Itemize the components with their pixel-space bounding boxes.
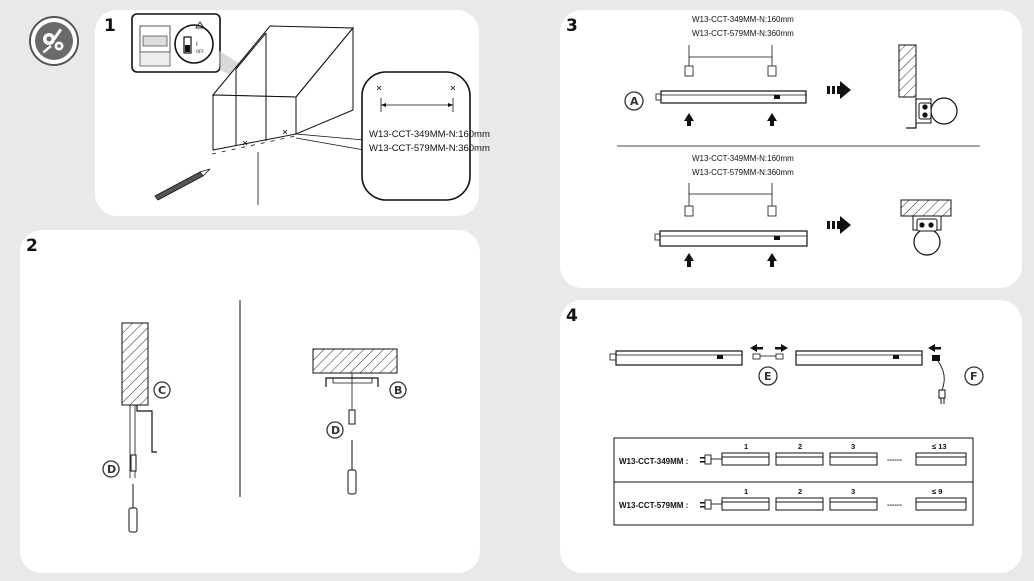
arrow-left-icon (750, 344, 763, 352)
plug-icon (700, 499, 722, 510)
pencil-icon (154, 168, 211, 201)
led-batten-right (795, 350, 923, 366)
label-c: C (158, 384, 166, 397)
step4-panel (560, 300, 1022, 573)
step1-number: 1 (104, 16, 116, 36)
table-row-1-dashes: ------ (887, 455, 902, 464)
step1-dim-349: W13-CCT-349MM-N:160mm (369, 129, 490, 140)
step3-top-dim-579: W13-CCT-579MM-N:360mm (692, 29, 794, 38)
table-row-1-col-3: 3 (851, 442, 855, 451)
led-batten-top (655, 90, 807, 104)
step3-number: 3 (566, 16, 578, 36)
table-row-1-col-1: 1 (744, 442, 748, 451)
step1-dim-579: W13-CCT-579MM-N:360mm (369, 143, 490, 154)
arrow-right-icon (827, 81, 851, 99)
table-row-2-col-3: 3 (851, 487, 855, 496)
step4-number: 4 (566, 306, 578, 326)
svg-text:OFF: OFF (196, 49, 204, 54)
label-d-left: D (107, 463, 116, 476)
step2-number: 2 (26, 236, 38, 256)
arrow-up-icon (684, 253, 777, 267)
table-row-2-dashes: ------ (887, 500, 902, 509)
screwdriver-icon (347, 440, 357, 495)
label-b: B (394, 384, 402, 397)
step3-top-dim-349: W13-CCT-349MM-N:160mm (692, 15, 794, 24)
arrow-right-icon (827, 216, 851, 234)
led-batten-bottom (654, 230, 808, 247)
led-batten-left (609, 350, 743, 366)
step3-bottom-dim-349: W13-CCT-349MM-N:160mm (692, 154, 794, 163)
breaker-switch-icon: I OFF (131, 13, 221, 73)
plug-icon (928, 344, 946, 404)
table-row-2-model: W13-CCT-579MM : (619, 501, 688, 510)
plug-icon (700, 454, 722, 465)
arrow-right-icon (775, 344, 788, 352)
step3-bottom-dim-579: W13-CCT-579MM-N:360mm (692, 168, 794, 177)
screwdriver-icon (128, 484, 138, 533)
table-row-2-col-1: 1 (744, 487, 748, 496)
label-e: E (764, 370, 772, 383)
table-row-2-max: ≤ 9 (932, 487, 942, 496)
label-a: A (630, 95, 639, 108)
step2-panel (20, 230, 480, 573)
table-row-1-max: ≤ 13 (932, 442, 947, 451)
connection-table (613, 437, 974, 526)
table-row-1-model: W13-CCT-349MM : (619, 457, 688, 466)
label-f: F (970, 370, 978, 383)
label-d-right: D (331, 424, 340, 437)
table-row-2-col-2: 2 (798, 487, 802, 496)
tools-icon (28, 15, 80, 67)
table-row-1-col-2: 2 (798, 442, 802, 451)
arrow-up-icon (684, 113, 777, 126)
svg-text:I: I (196, 41, 198, 48)
